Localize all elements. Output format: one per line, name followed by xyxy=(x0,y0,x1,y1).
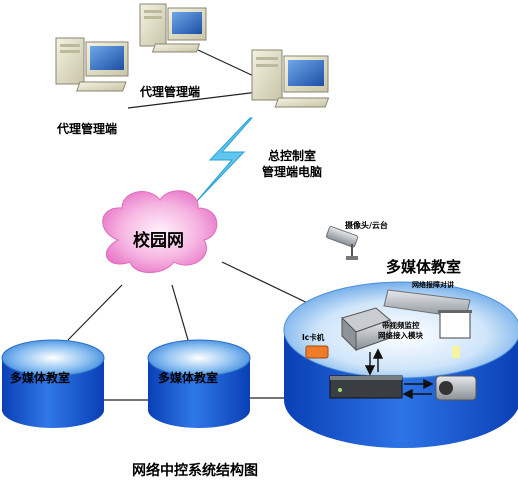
computer-icon-left xyxy=(55,37,129,92)
link-agent2-control xyxy=(127,91,259,109)
alarm-intercom-label: 网络报障对讲 xyxy=(412,280,454,289)
computer-icon-control-room xyxy=(251,49,330,108)
ic-card-label: Ic卡机 xyxy=(302,332,325,342)
projector-icon xyxy=(435,375,477,401)
camera-icon xyxy=(325,226,359,260)
main-classroom-title: 多媒体教室 xyxy=(386,258,461,276)
classroom-mid-label: 多媒体教室 xyxy=(158,370,218,385)
link-cloud-main-classroom xyxy=(221,261,319,309)
lightning-icon xyxy=(195,117,254,203)
control-room-label-1: 总控制室 xyxy=(268,148,316,163)
computer-icon-top xyxy=(139,3,207,53)
agent-terminal-label-left: 代理管理端 xyxy=(56,121,117,136)
av-monitor-label-1: 带视频监控 xyxy=(382,320,420,330)
camera-label: 摄像头/云台 xyxy=(345,220,388,230)
connection-lines xyxy=(67,49,319,401)
control-room-label-2: 管理端电脑 xyxy=(262,164,322,179)
av-monitor-module-icon xyxy=(341,307,391,352)
av-monitor-label-2: 网络接入模块 xyxy=(378,330,423,340)
ic-card-reader-icon xyxy=(305,345,329,359)
link-agent1-control xyxy=(197,49,259,79)
classroom-left-label: 多媒体教室 xyxy=(10,370,70,385)
agent-terminal-label-right: 代理管理端 xyxy=(139,84,200,99)
classroom-cylinder-left xyxy=(1,339,105,428)
central-controller-icon xyxy=(329,375,403,399)
projection-screen-icon xyxy=(438,310,472,358)
link-cloud-mid-classroom xyxy=(171,284,189,341)
diagram-caption: 网络中控系统结构图 xyxy=(132,462,258,479)
signal-arrows xyxy=(364,348,434,400)
campus-network-label: 校园网 xyxy=(133,230,184,251)
campus-network-cloud-icon xyxy=(102,190,218,273)
link-cloud-left-classroom xyxy=(67,284,123,341)
classroom-cylinder-mid xyxy=(147,339,251,428)
